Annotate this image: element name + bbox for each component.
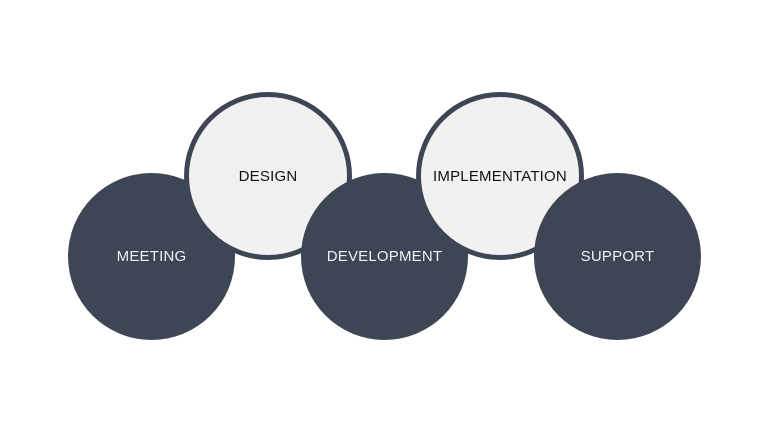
step-label: DEVELOPMENT <box>326 248 443 265</box>
step-label: MEETING <box>116 248 187 265</box>
step-label: IMPLEMENTATION <box>433 167 567 185</box>
step-label: SUPPORT <box>580 248 655 265</box>
step-label: DESIGN <box>238 167 298 185</box>
step-support: SUPPORT <box>534 173 701 340</box>
step-design: DESIGN <box>184 92 352 260</box>
